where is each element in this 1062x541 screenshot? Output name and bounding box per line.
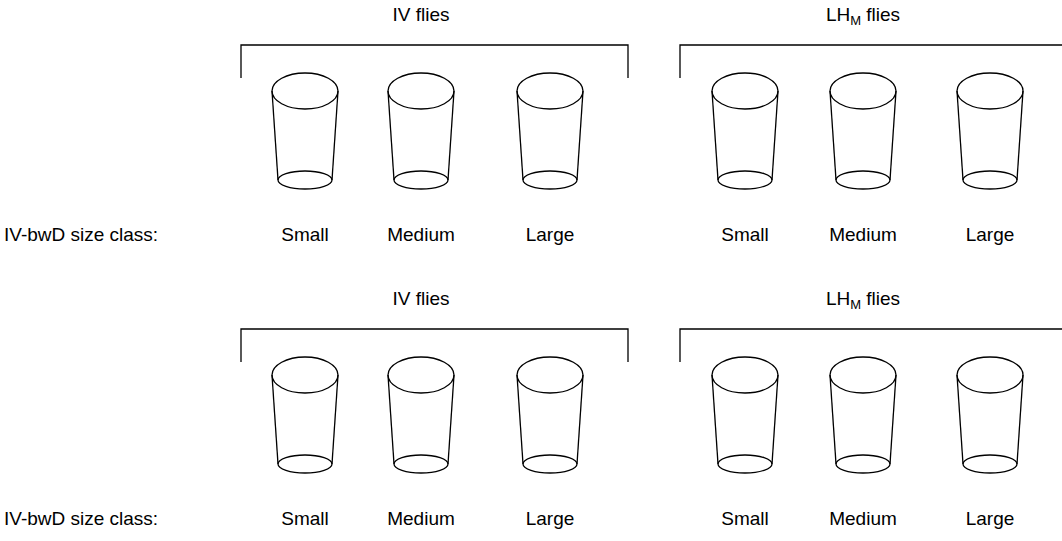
cup-rim [830, 357, 896, 393]
cup-row [241, 329, 1062, 473]
size-class-label: Medium [829, 509, 897, 530]
cup-side [388, 375, 394, 464]
size-class-label: Large [966, 509, 1015, 530]
cup-symbol [957, 357, 1023, 473]
group-title: IV flies [392, 289, 449, 310]
size-class-label: Small [281, 225, 329, 246]
size-class-label: Medium [387, 509, 455, 530]
size-class-label: Large [526, 509, 575, 530]
cup-symbol [272, 73, 338, 189]
cup-rim [388, 357, 454, 393]
cup-side [957, 91, 963, 180]
size-class-label: Large [966, 225, 1015, 246]
cup-side [332, 91, 338, 180]
cup-rim [272, 73, 338, 109]
cup-side [890, 375, 896, 464]
cup-base [523, 455, 577, 473]
cup-base [836, 455, 890, 473]
cup-base [278, 455, 332, 473]
cup-side [712, 91, 718, 180]
cup-rim [957, 357, 1023, 393]
group-title-subscript: M [850, 297, 861, 312]
cup-symbol [517, 73, 583, 189]
cup-symbol [712, 357, 778, 473]
group-title-subscript: M [850, 13, 861, 28]
cup-rim [388, 73, 454, 109]
row-label: IV-bwD size class: [4, 225, 158, 246]
cup-symbol [830, 73, 896, 189]
group-title: LHM flies [826, 5, 900, 26]
cup-base [718, 455, 772, 473]
group-title: LHM flies [826, 289, 900, 310]
cup-symbol [388, 73, 454, 189]
cup-symbol [830, 357, 896, 473]
cup-symbol [712, 73, 778, 189]
size-class-label: Medium [829, 225, 897, 246]
cup-rim [712, 357, 778, 393]
cup-rim [517, 73, 583, 109]
cup-rim [517, 357, 583, 393]
cup-base [718, 171, 772, 189]
size-class-label: Medium [387, 225, 455, 246]
cup-side [577, 375, 583, 464]
cup-base [278, 171, 332, 189]
cup-symbol [957, 73, 1023, 189]
cup-base [836, 171, 890, 189]
cup-side [1017, 91, 1023, 180]
cup-side [272, 91, 278, 180]
cup-side [388, 91, 394, 180]
cup-side [517, 375, 523, 464]
cup-side [448, 91, 454, 180]
size-class-label: Small [721, 509, 769, 530]
cup-side [830, 375, 836, 464]
cup-side [517, 91, 523, 180]
group-title-word: flies [866, 288, 900, 309]
cup-base [394, 171, 448, 189]
cup-side [772, 375, 778, 464]
row-label: IV-bwD size class: [4, 509, 158, 530]
cup-base [523, 171, 577, 189]
cup-side [890, 91, 896, 180]
cup-base [963, 171, 1017, 189]
group-title-word: flies [866, 4, 900, 25]
cup-rim [272, 357, 338, 393]
cup-symbol [272, 357, 338, 473]
cup-rim [712, 73, 778, 109]
size-class-label: Small [721, 225, 769, 246]
cup-side [957, 375, 963, 464]
cup-side [332, 375, 338, 464]
cup-side [448, 375, 454, 464]
cup-side [772, 91, 778, 180]
cup-side [712, 375, 718, 464]
size-class-label: Small [281, 509, 329, 530]
cup-rim [830, 73, 896, 109]
cup-base [963, 455, 1017, 473]
cup-row [241, 45, 1062, 189]
cup-side [272, 375, 278, 464]
group-title-main: LH [826, 288, 850, 309]
cup-symbol [517, 357, 583, 473]
cup-rim [957, 73, 1023, 109]
cup-symbol [388, 357, 454, 473]
group-title-main: LH [826, 4, 850, 25]
group-title: IV flies [392, 5, 449, 26]
cup-base [394, 455, 448, 473]
cup-side [577, 91, 583, 180]
cup-side [1017, 375, 1023, 464]
size-class-label: Large [526, 225, 575, 246]
cup-side [830, 91, 836, 180]
